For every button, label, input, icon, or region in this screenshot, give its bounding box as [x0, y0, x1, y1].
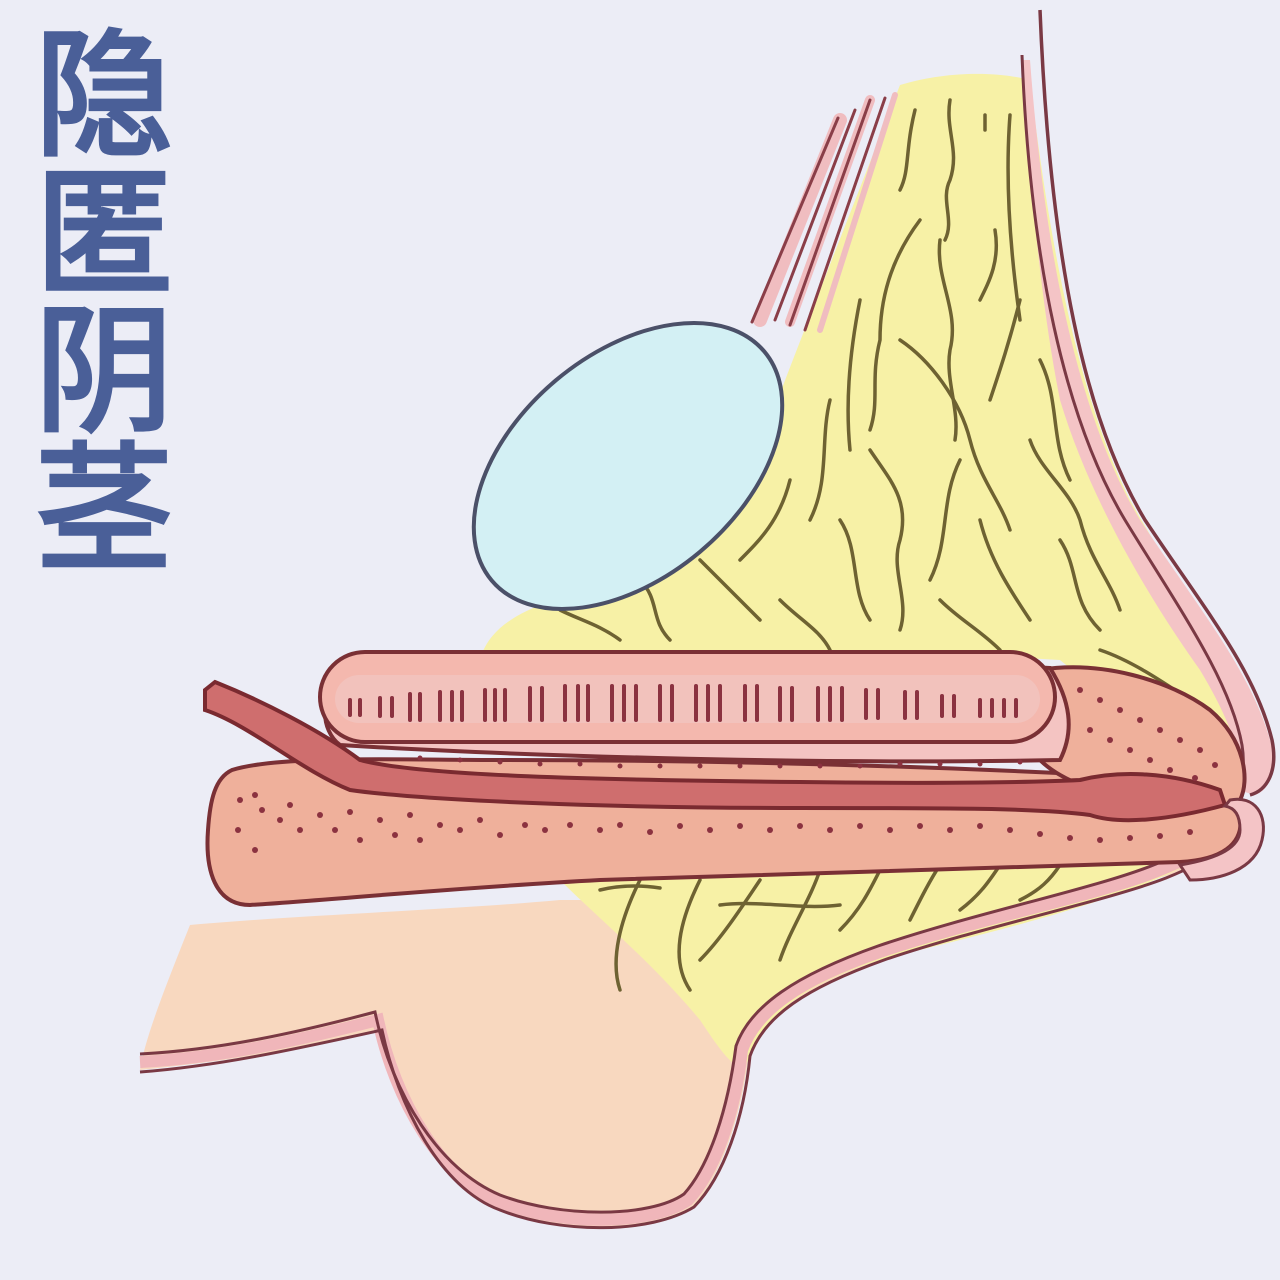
diagram-title: 隐匿阴茎	[11, 22, 172, 574]
prepuce	[1177, 797, 1265, 882]
suspensory-ligament-fibers	[750, 92, 898, 333]
pubic-bone	[471, 320, 785, 612]
fat-lobule-lines	[558, 98, 1212, 992]
suprapubic-fat-pad	[480, 73, 1251, 791]
cavernosum-trabeculae	[348, 684, 1018, 722]
urethra	[203, 679, 1228, 823]
abdominal-skin	[1022, 60, 1274, 795]
scrotum	[140, 840, 1230, 1229]
spongiosum-texture	[235, 687, 1218, 853]
